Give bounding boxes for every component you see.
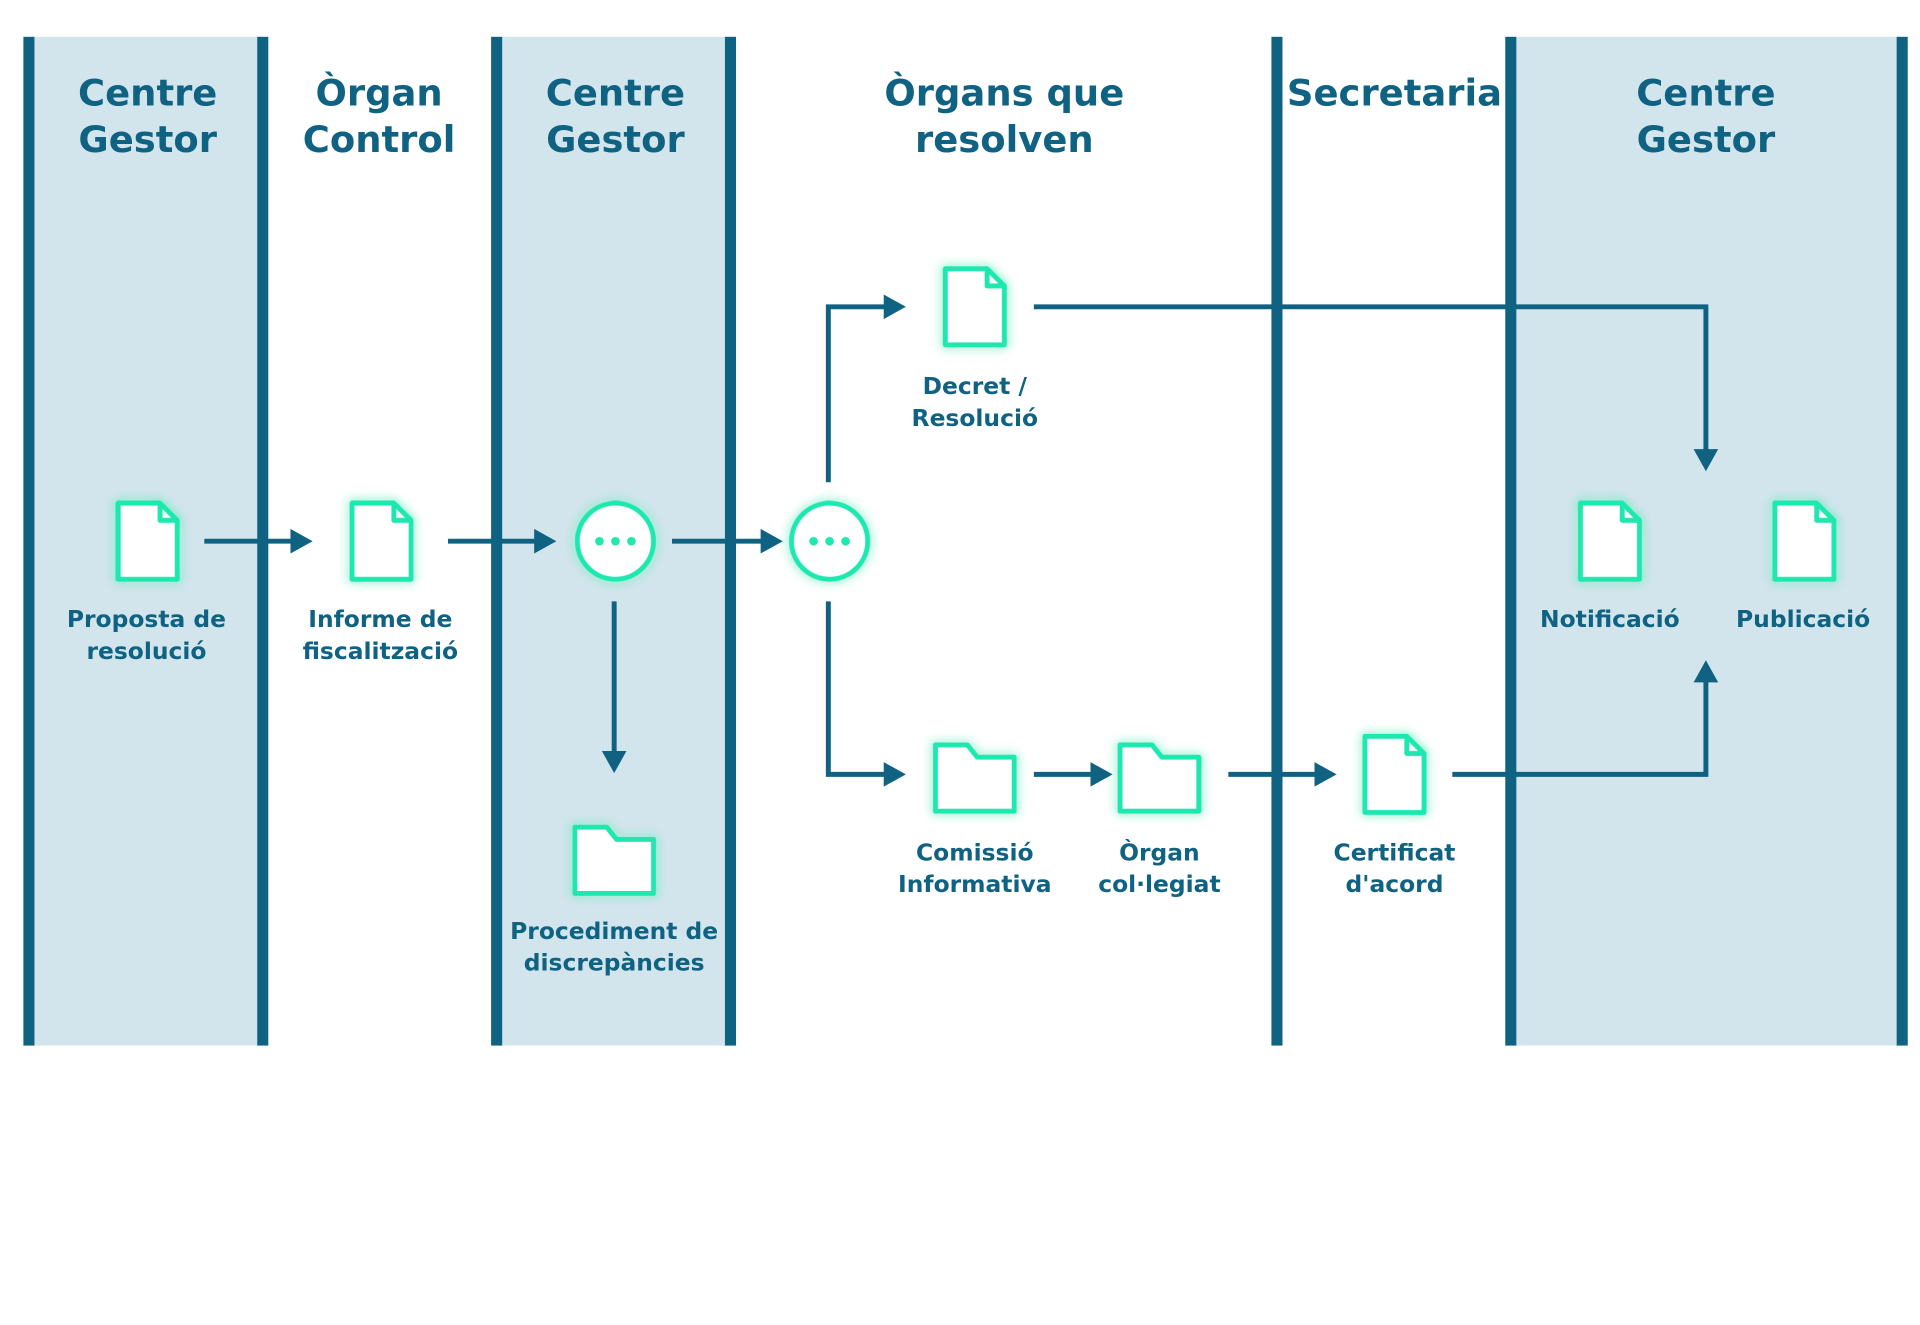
dot	[611, 536, 620, 546]
lane-title-centre-gestor-3: Centre Gestor	[1636, 72, 1776, 162]
dot	[841, 536, 850, 546]
arrowhead	[1693, 449, 1719, 472]
label-proposta-resolucio: Proposta de resolució	[66, 606, 227, 666]
arrowhead	[883, 294, 906, 320]
lane-bg-centre-gestor-3	[1511, 36, 1903, 1046]
document-icon	[115, 500, 180, 582]
label-organ-collegiat: Òrgan col·legiat	[1098, 839, 1221, 899]
label-procediment-discrepancies: Procediment de discrepàncies	[510, 917, 719, 977]
arrowhead	[760, 528, 783, 554]
connector-organs-decret	[825, 304, 887, 483]
arrowhead	[601, 751, 627, 774]
label-publicacio: Publicació	[1736, 606, 1871, 634]
arrowhead	[1314, 762, 1337, 787]
label-notificacio: Notificació	[1540, 606, 1680, 634]
dot	[825, 536, 834, 546]
dot	[595, 536, 604, 546]
lane-divider	[1271, 36, 1283, 1046]
arrowhead	[883, 762, 906, 787]
dot	[627, 536, 636, 546]
lane-title-centre-gestor-1: Centre Gestor	[78, 72, 218, 162]
arrowheads	[290, 294, 1719, 787]
label-certificat-acord: Certificat d'acord	[1333, 839, 1456, 899]
arrowhead	[290, 528, 313, 554]
ellipsis-dots	[595, 536, 850, 546]
lane-title-centre-gestor-2: Centre Gestor	[545, 72, 686, 162]
label-informe-fiscalitzacio: Informe de fiscalització	[302, 606, 459, 666]
document-icon	[942, 266, 1007, 348]
folder-icon	[1117, 742, 1202, 814]
label-comissio-informativa: Comissió Informativa	[898, 839, 1052, 899]
lane-title-organs-que-resolven: Òrgans que resolven	[884, 72, 1125, 162]
document-icon	[1362, 733, 1427, 815]
dot	[809, 536, 818, 546]
diagram-canvas	[23, 36, 1908, 1046]
lane-title-secretaria: Secretaria	[1286, 72, 1503, 116]
lane-title-organ-control: Òrgan Control	[302, 72, 456, 162]
arrowhead	[534, 528, 557, 554]
connector-certificat-gestor	[1452, 679, 1709, 777]
connector-organs-comissio	[825, 601, 887, 777]
lane-divider	[1896, 36, 1908, 1046]
lane-divider	[23, 36, 35, 1046]
arrowhead	[1090, 762, 1113, 787]
label-decret-resolucio: Decret / Resolució	[911, 373, 1039, 432]
lane-divider	[1505, 36, 1517, 1046]
connectors	[204, 304, 1709, 777]
folder-icon	[932, 742, 1017, 814]
document-icon	[1772, 500, 1837, 582]
folder-icon	[572, 824, 657, 896]
icons	[115, 266, 1837, 896]
connector-decret-gestor	[1033, 304, 1709, 452]
document-icon	[349, 500, 414, 582]
arrowhead	[1693, 660, 1719, 683]
document-icon	[1577, 500, 1642, 582]
